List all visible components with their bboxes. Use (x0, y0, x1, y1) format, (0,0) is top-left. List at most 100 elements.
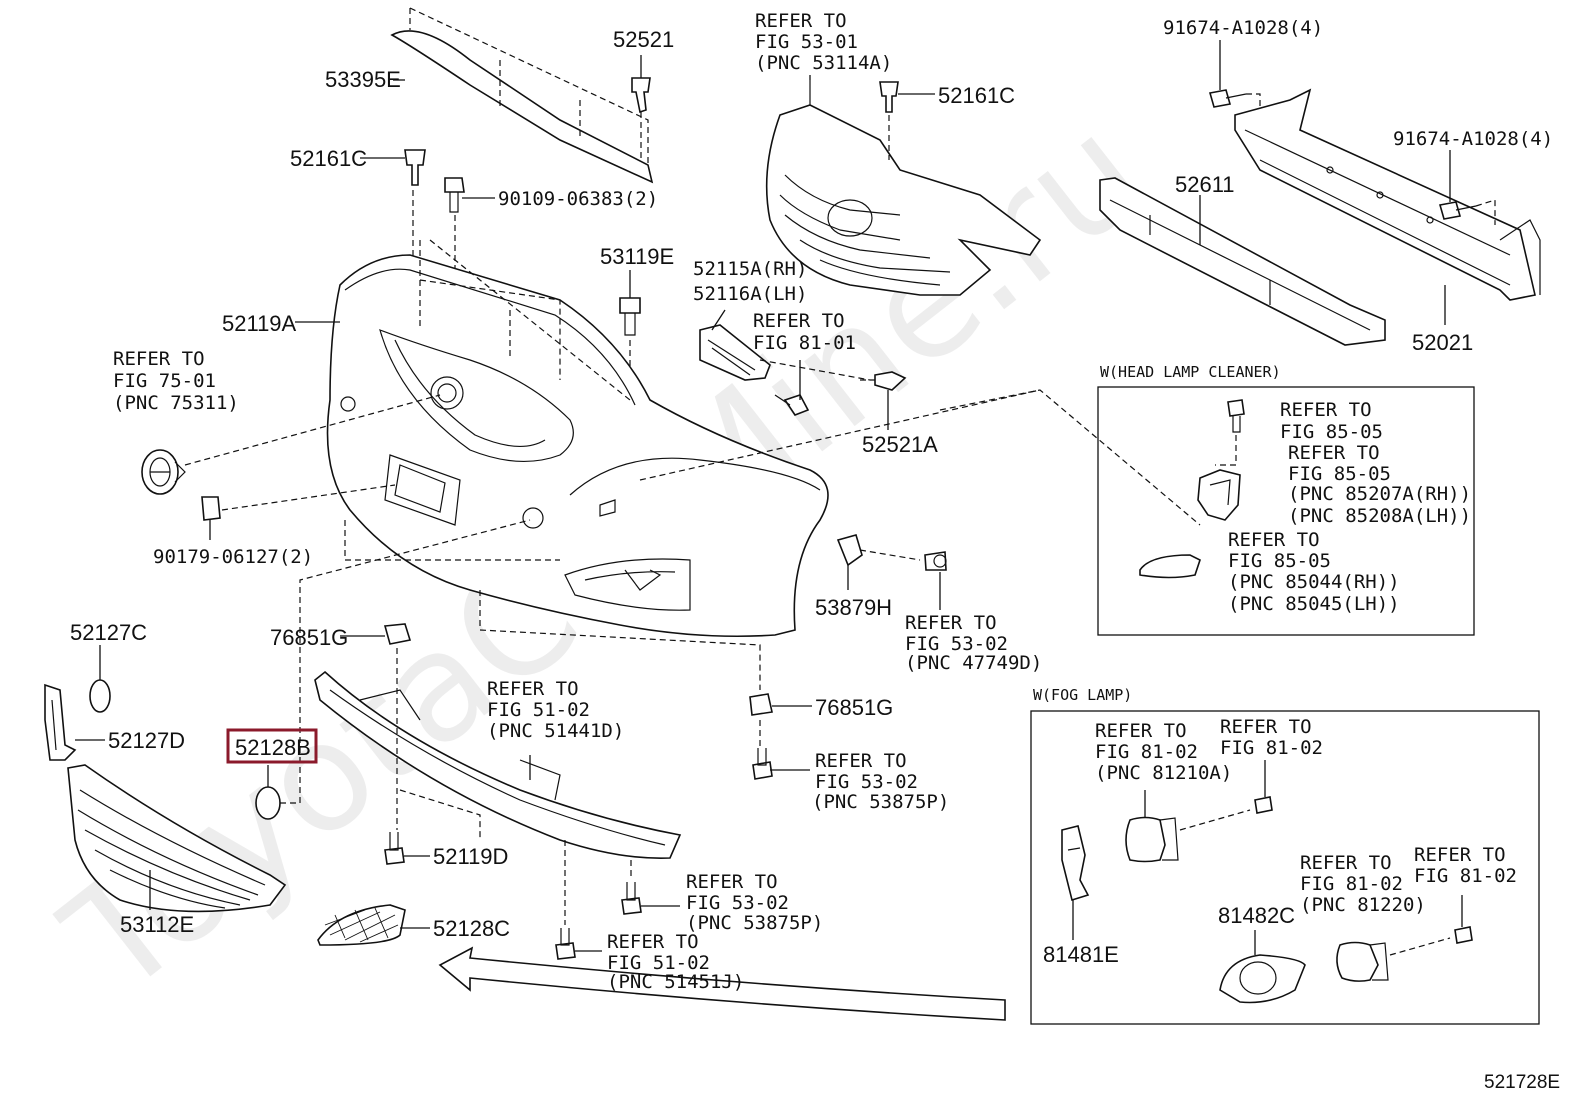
highlight-box (226, 728, 318, 764)
label-90179[interactable]: 90179-06127(2) (153, 546, 313, 568)
label-53395E[interactable]: 53395E (325, 67, 401, 92)
svg-text:FIG 81-02: FIG 81-02 (1300, 873, 1403, 895)
label-53112E[interactable]: 53112E (120, 912, 194, 937)
direction-arrow (438, 946, 1006, 1021)
note-fig-81-01: REFER TO FIG 81-01 (753, 310, 856, 354)
side-bracket-part (699, 309, 771, 381)
svg-text:FIG 51-02: FIG 51-02 (607, 952, 710, 974)
note-fig-81-02-81210A: REFER TO FIG 81-02 (PNC 81210A) (1095, 720, 1232, 784)
svg-text:(PNC 47749D): (PNC 47749D) (905, 652, 1042, 674)
label-52521A[interactable]: 52521A (862, 432, 938, 457)
label-52116A[interactable]: 52116A(LH) (693, 283, 807, 305)
label-52127D[interactable]: 52127D (108, 728, 185, 753)
label-90109[interactable]: 90109-06383(2) (498, 188, 658, 210)
upper-grille-part (765, 75, 1042, 296)
svg-text:REFER TO: REFER TO (1300, 852, 1392, 874)
note-fig-51-02-51451J: REFER TO FIG 51-02 (PNC 51451J) (607, 931, 744, 993)
note-fig-53-01: REFER TO FIG 53-01 (PNC 53114A) (755, 10, 892, 74)
clip-52161C-right-part (879, 81, 935, 160)
svg-text:(PNC 75311): (PNC 75311) (113, 392, 239, 414)
svg-text:REFER TO: REFER TO (1280, 399, 1372, 421)
svg-text:(PNC 85207A(RH)): (PNC 85207A(RH)) (1288, 483, 1471, 505)
label-52119A[interactable]: 52119A (222, 311, 297, 336)
label-52161C-left[interactable]: 52161C (290, 146, 367, 171)
note-fig-81-02-right: REFER TO FIG 81-02 (1414, 844, 1517, 887)
note-fig-51-02-51441D: REFER TO FIG 51-02 (PNC 51441D) (487, 678, 624, 742)
svg-text:(PNC 51441D): (PNC 51441D) (487, 720, 624, 742)
bolt-81-01-part (759, 359, 871, 416)
head-lamp-cleaner-title: W(HEAD LAMP CLEANER) (1100, 363, 1281, 381)
lower-grille-part (67, 764, 287, 913)
note-fig-53-02-53875P-lower: REFER TO FIG 53-02 (PNC 53875P) (686, 871, 823, 934)
svg-text:REFER TO: REFER TO (905, 612, 997, 634)
svg-text:(PNC 81220): (PNC 81220) (1300, 894, 1426, 916)
bumper-cover-part (295, 239, 829, 690)
label-53879H[interactable]: 53879H (815, 595, 892, 620)
svg-text:FIG 53-02: FIG 53-02 (905, 633, 1008, 655)
bolt-53875P-lower-part (621, 860, 680, 915)
clip-90179-part (201, 484, 396, 540)
bolt-52119D-part (384, 832, 430, 865)
svg-text:FIG 75-01: FIG 75-01 (113, 370, 216, 392)
cap-52127C-part (89, 645, 111, 713)
svg-text:(PNC 53875P): (PNC 53875P) (686, 912, 823, 934)
label-81481E[interactable]: 81481E (1043, 942, 1119, 967)
retainer-53879H-part (836, 534, 947, 610)
svg-text:FIG 81-02: FIG 81-02 (1414, 865, 1517, 887)
label-76851G-upper[interactable]: 76851G (270, 625, 348, 650)
bolt-90109-part (444, 177, 495, 300)
note-fig-53-02-53875P-right: REFER TO FIG 53-02 (PNC 53875P) (812, 750, 949, 813)
svg-text:FIG 53-01: FIG 53-01 (755, 31, 858, 53)
label-52115A[interactable]: 52115A(RH) (693, 258, 807, 280)
svg-text:(PNC 53875P): (PNC 53875P) (812, 791, 949, 813)
label-53119E[interactable]: 53119E (600, 244, 674, 269)
cap-52128B-part (255, 519, 531, 820)
bolt-53875P-right-part (752, 748, 810, 780)
label-52021[interactable]: 52021 (1412, 330, 1473, 355)
figure-id: 521728E (1484, 1072, 1560, 1093)
svg-text:REFER TO: REFER TO (113, 348, 205, 370)
svg-text:FIG 51-02: FIG 51-02 (487, 699, 590, 721)
note-fig-85-05-bracket: REFER TO FIG 85-05 (PNC 85207A(RH)) (PNC… (1288, 442, 1471, 527)
label-52128C[interactable]: 52128C (433, 916, 510, 941)
label-52119D[interactable]: 52119D (433, 844, 508, 869)
label-52128B[interactable]: 52128B (235, 735, 311, 760)
label-52161C-right[interactable]: 52161C (938, 83, 1015, 108)
svg-text:FIG 85-05: FIG 85-05 (1288, 463, 1391, 485)
label-52127C[interactable]: 52127C (70, 620, 147, 645)
label-52611[interactable]: 52611 (1175, 172, 1235, 197)
label-91674-lower[interactable]: 91674-A1028(4) (1393, 128, 1553, 150)
svg-text:(PNC 85044(RH)): (PNC 85044(RH)) (1228, 571, 1400, 593)
svg-text:FIG 53-02: FIG 53-02 (815, 771, 918, 793)
svg-text:(PNC 51451J): (PNC 51451J) (607, 971, 744, 993)
clip-76851G-lower-part (749, 693, 812, 750)
note-fig-81-02-81220: REFER TO FIG 81-02 (PNC 81220) (1300, 852, 1426, 916)
svg-text:(PNC 85045(LH)): (PNC 85045(LH)) (1228, 593, 1400, 615)
svg-text:REFER TO: REFER TO (487, 678, 579, 700)
svg-text:REFER TO: REFER TO (815, 750, 907, 772)
bolt-91674-lower-part (1438, 150, 1496, 225)
label-52521[interactable]: 52521 (613, 27, 674, 52)
svg-text:REFER TO: REFER TO (755, 10, 847, 32)
weatherstrip-part (390, 7, 654, 184)
emblem-part (141, 394, 441, 495)
svg-text:(PNC 81210A): (PNC 81210A) (1095, 762, 1232, 784)
fog-lamp-title: W(FOG LAMP) (1033, 686, 1132, 704)
label-81482C[interactable]: 81482C (1218, 903, 1295, 928)
label-76851G-lower[interactable]: 76851G (815, 695, 893, 720)
label-91674-upper[interactable]: 91674-A1028(4) (1163, 17, 1323, 39)
svg-text:FIG 53-02: FIG 53-02 (686, 892, 789, 914)
reinforcement-part (1234, 88, 1541, 325)
bolt-91674-upper-part (1208, 40, 1261, 110)
absorber-part (1099, 177, 1386, 346)
svg-text:REFER TO: REFER TO (753, 310, 845, 332)
svg-text:FIG 81-01: FIG 81-01 (753, 332, 856, 354)
svg-text:REFER TO: REFER TO (686, 871, 778, 893)
svg-text:(PNC 53114A): (PNC 53114A) (755, 52, 892, 74)
fog-lamp-box (1030, 710, 1540, 1025)
note-fig-75-01: REFER TO FIG 75-01 (PNC 75311) (113, 348, 239, 414)
svg-text:REFER TO: REFER TO (1288, 442, 1380, 464)
svg-text:REFER TO: REFER TO (1220, 716, 1312, 738)
svg-text:REFER TO: REFER TO (1228, 529, 1320, 551)
